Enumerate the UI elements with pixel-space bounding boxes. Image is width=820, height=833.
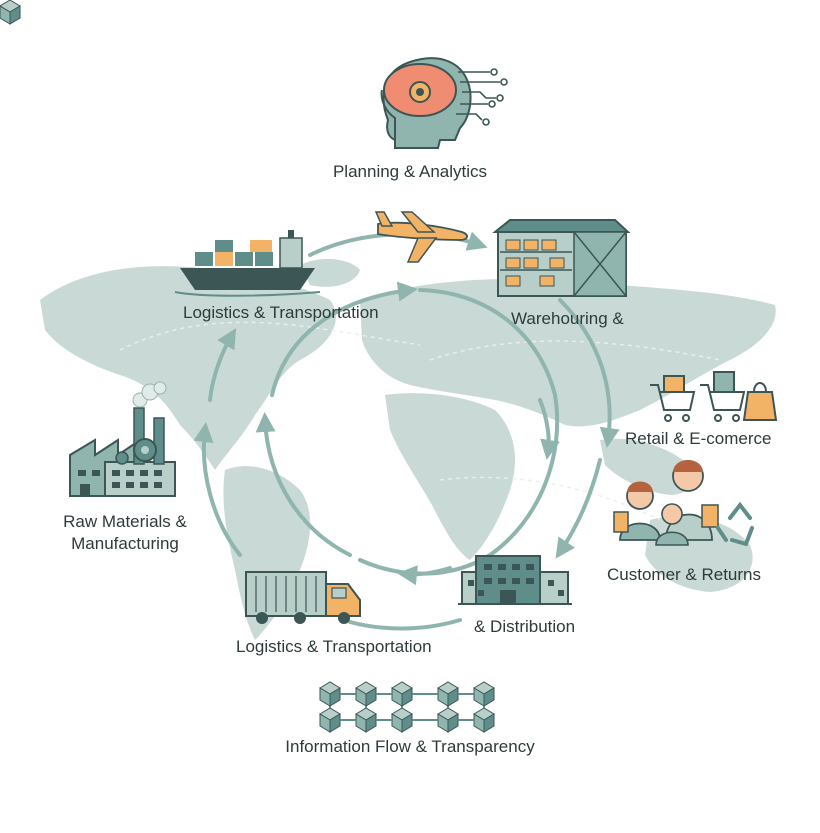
manufacturing-label-line1: Raw Materials & bbox=[63, 512, 187, 531]
family-recycle-icon bbox=[613, 460, 754, 547]
inner-ring-bottom-arrow bbox=[397, 565, 452, 586]
manufacturing-label-line2: Manufacturing bbox=[71, 534, 179, 553]
information-flow-label: Information Flow & Transparency bbox=[285, 737, 535, 756]
retail-label: Retail & E-comerce bbox=[625, 429, 772, 448]
shopping-cart-icon bbox=[650, 371, 778, 422]
inner-ring-upper bbox=[270, 281, 418, 397]
outer-ring-arc-bottom-right bbox=[555, 458, 602, 559]
blockchain-cubes-icon bbox=[0, 0, 495, 733]
airplane-icon bbox=[374, 211, 468, 263]
manufacturing-label: Raw Materials & Manufacturing bbox=[50, 511, 200, 555]
outer-ring-arc-right bbox=[558, 298, 620, 448]
brain-gear-icon bbox=[380, 57, 508, 149]
inner-ring-right-arrow bbox=[538, 398, 560, 460]
cargo-truck-icon bbox=[245, 571, 361, 624]
inner-ring-left bbox=[255, 412, 352, 557]
cargo-ship-icon bbox=[174, 230, 321, 297]
outer-ring-arc-bottom bbox=[348, 618, 462, 631]
warehouse-label: Warehouring & bbox=[511, 309, 624, 328]
southeast-asia-shape bbox=[600, 438, 694, 495]
greenland-shape bbox=[300, 258, 360, 287]
truck-logistics-label: Logistics & Transportation bbox=[236, 637, 432, 656]
warehouse-icon bbox=[492, 219, 631, 297]
planning-label: Planning & Analytics bbox=[332, 162, 488, 181]
distribution-building-icon bbox=[458, 555, 572, 605]
customer-label: Customer & Returns bbox=[607, 565, 761, 584]
flow-rings bbox=[193, 231, 620, 631]
distribution-label: & Distribution bbox=[474, 617, 576, 636]
outer-ring-arc-left bbox=[193, 422, 242, 557]
ship-logistics-label: Logistics & Transportation bbox=[183, 303, 379, 322]
outer-ring-arc-upper-left bbox=[208, 328, 237, 402]
factory-icon bbox=[69, 381, 176, 497]
africa-shape bbox=[385, 393, 515, 560]
north-america-shape bbox=[40, 266, 336, 470]
